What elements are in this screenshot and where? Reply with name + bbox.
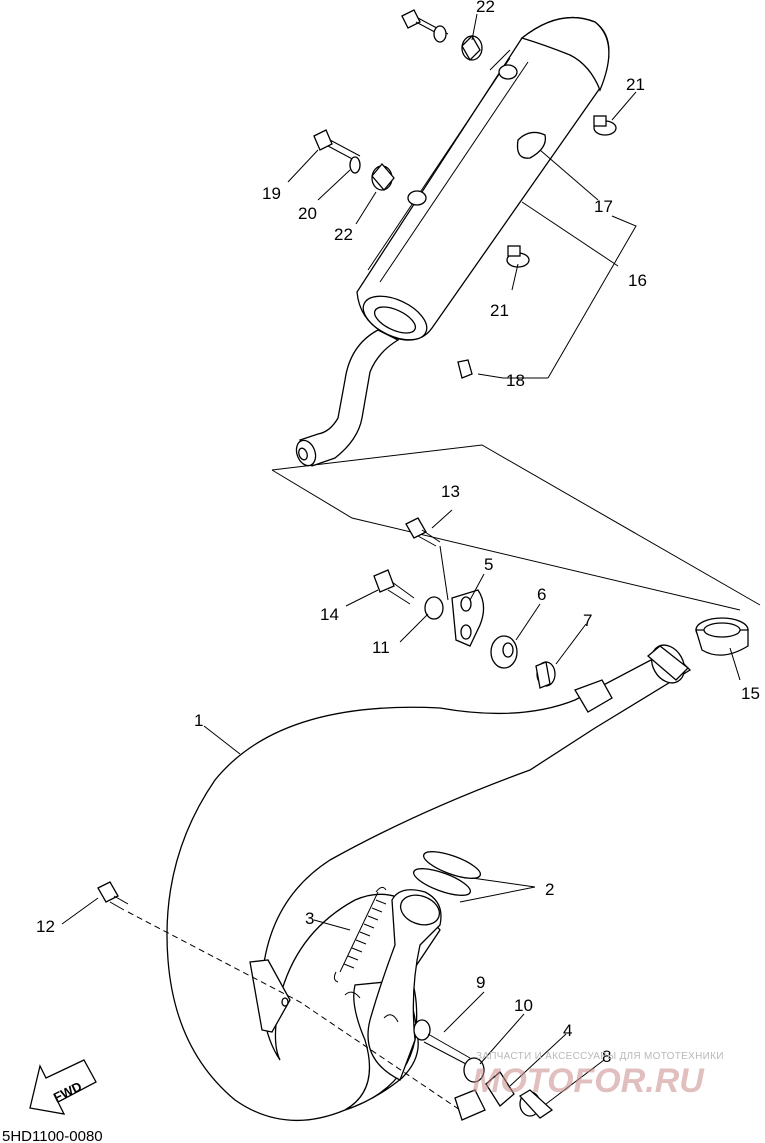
collar-22-lower bbox=[371, 162, 395, 192]
callout-12: 12 bbox=[36, 917, 55, 936]
leader-lines bbox=[61, 13, 741, 1105]
bracket-5 bbox=[451, 589, 485, 647]
callout-11: 11 bbox=[372, 638, 390, 657]
collar-22-top bbox=[461, 34, 483, 62]
collar-7 bbox=[535, 661, 556, 689]
muffler bbox=[356, 16, 610, 341]
callout-22-lower: 22 bbox=[334, 225, 353, 244]
silencer-inlet-pipe bbox=[295, 329, 400, 467]
callout-20: 20 bbox=[298, 204, 317, 223]
alignment-line-12 bbox=[127, 911, 461, 1111]
callout-19: 19 bbox=[262, 184, 281, 203]
fwd-arrow-icon: FWD bbox=[29, 1059, 97, 1115]
washer-20 bbox=[349, 156, 361, 174]
callout-21-lower: 21 bbox=[490, 301, 509, 320]
exhaust-pipe bbox=[166, 644, 692, 1121]
bolt-14 bbox=[373, 569, 415, 605]
callout-2: 2 bbox=[545, 880, 554, 899]
screw-18 bbox=[457, 359, 473, 379]
callout-5: 5 bbox=[484, 555, 493, 574]
grommet-21-right bbox=[593, 115, 617, 136]
callout-3: 3 bbox=[305, 909, 314, 928]
callout-16: 16 bbox=[628, 271, 647, 290]
callout-14: 14 bbox=[320, 605, 339, 624]
assembly-leader-lines bbox=[271, 444, 761, 611]
callout-8: 8 bbox=[602, 1047, 611, 1066]
callout-17: 17 bbox=[594, 197, 613, 216]
watermark-logo: ЗАПЧАСТИ И АКСЕССУАРЫ ДЛЯ МОТОТЕХНИКИ МО… bbox=[472, 1051, 724, 1100]
callout-1: 1 bbox=[194, 711, 203, 730]
callout-labels: 1 2 3 4 5 6 7 8 9 10 11 12 13 14 15 16 1… bbox=[36, 0, 760, 1066]
damper-6 bbox=[490, 635, 518, 669]
callout-21-right: 21 bbox=[626, 75, 645, 94]
washer-11 bbox=[424, 596, 444, 620]
callout-9: 9 bbox=[476, 973, 485, 992]
diagram-code: 5HD1100-0080 bbox=[2, 1128, 103, 1143]
callout-13: 13 bbox=[441, 482, 460, 501]
watermark-tagline: ЗАПЧАСТИ И АКСЕССУАРЫ ДЛЯ МОТОТЕХНИКИ bbox=[476, 1051, 724, 1062]
callout-18: 18 bbox=[506, 371, 525, 390]
bolt-19 bbox=[313, 129, 361, 163]
callout-10: 10 bbox=[514, 996, 533, 1015]
spring-3 bbox=[333, 886, 387, 983]
washer-10 bbox=[463, 1057, 485, 1083]
callout-4: 4 bbox=[563, 1021, 572, 1040]
collar-4 bbox=[485, 1071, 515, 1107]
gasket-15 bbox=[695, 617, 749, 656]
o-rings-2 bbox=[412, 851, 482, 896]
collar-8 bbox=[518, 1089, 554, 1119]
top-bolt bbox=[401, 9, 449, 43]
callout-6: 6 bbox=[537, 585, 546, 604]
callout-15: 15 bbox=[741, 684, 760, 703]
bolt-12 bbox=[97, 881, 129, 911]
bolt-13 bbox=[405, 517, 441, 547]
watermark-logo-text: МОТОFOR.RU bbox=[472, 1062, 705, 1100]
callout-22-top: 22 bbox=[476, 0, 495, 16]
callout-7: 7 bbox=[583, 611, 592, 630]
grommet-21-lower bbox=[506, 245, 530, 268]
bolt-9 bbox=[413, 1019, 471, 1065]
